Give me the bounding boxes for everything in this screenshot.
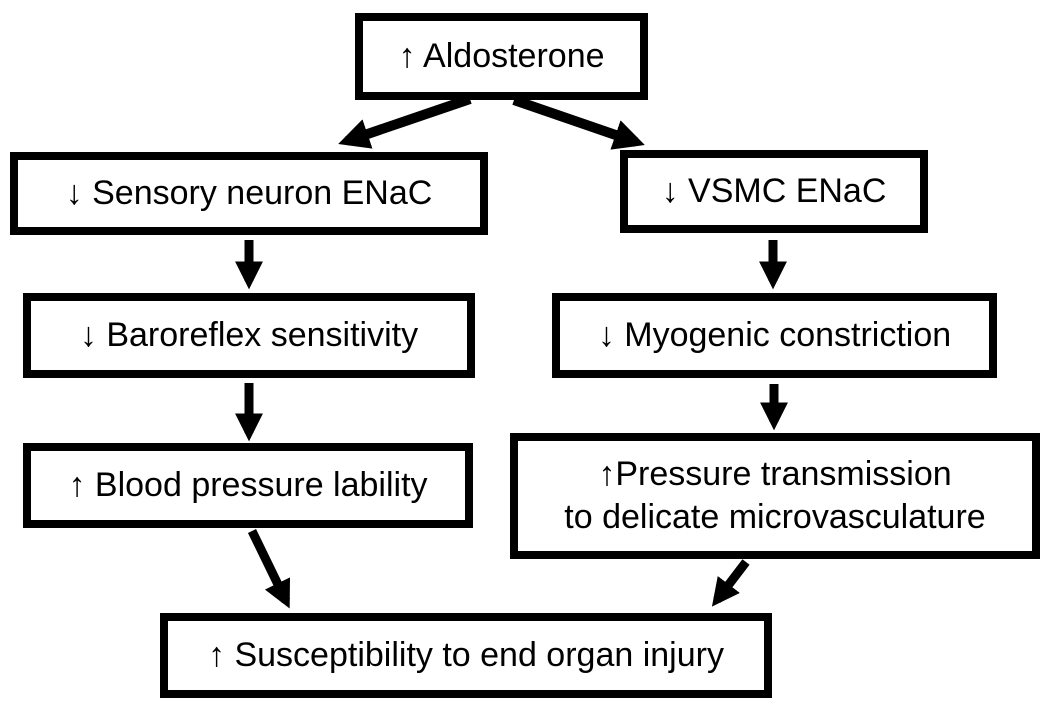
arrow-lability-to-injury — [247, 529, 291, 609]
node-label: ↓ VSMC ENaC — [661, 172, 887, 211]
node-aldosterone: ↑ Aldosterone — [355, 13, 648, 100]
node-vsmc-enac: ↓ VSMC ENaC — [620, 150, 928, 233]
node-label: ↓ Myogenic constriction — [597, 316, 952, 355]
node-end-organ-injury: ↑ Susceptibility to end organ injury — [160, 613, 772, 698]
arrow-pressure-to-injury — [711, 559, 750, 607]
node-label: ↑ Blood pressure lability — [68, 466, 428, 505]
node-sensory-neuron-enac: ↓ Sensory neuron ENaC — [10, 152, 488, 235]
node-label: ↑ Aldosterone — [398, 37, 605, 76]
node-label-line1: ↑Pressure transmission — [598, 455, 952, 494]
node-label: ↑ Susceptibility to end organ injury — [208, 636, 724, 675]
node-label: ↓ Baroreflex sensitivity — [79, 316, 419, 355]
node-label: ↓ Sensory neuron ENaC — [65, 174, 433, 213]
arrow-aldosterone-to-sensory — [338, 94, 472, 149]
node-blood-pressure-lability: ↑ Blood pressure lability — [23, 443, 473, 528]
node-myogenic-constriction: ↓ Myogenic constriction — [552, 293, 997, 378]
arrow-aldosterone-to-vsmc — [512, 95, 645, 150]
node-label-line2: to delicate microvasculature — [564, 498, 986, 536]
node-pressure-transmission: ↑Pressure transmission to delicate micro… — [510, 433, 1040, 559]
node-baroreflex-sensitivity: ↓ Baroreflex sensitivity — [23, 293, 475, 378]
